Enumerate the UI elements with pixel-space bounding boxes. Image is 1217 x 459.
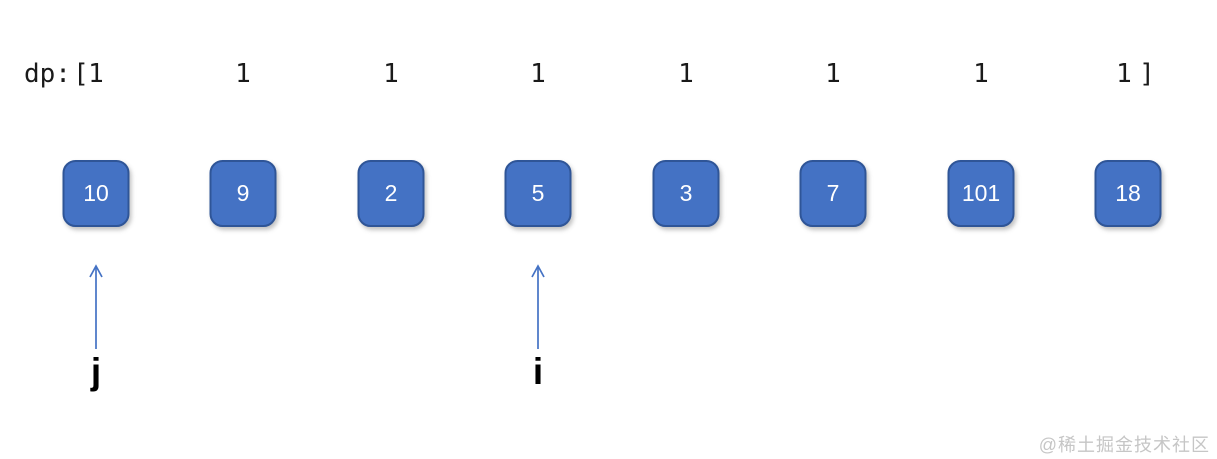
pointer-label-i: i [532,351,544,392]
dp-label: dp: [24,59,71,89]
sequence-box-value: 101 [961,180,1001,206]
sequence-box: 5 [504,160,572,227]
sequence-box-value: 18 [1115,180,1141,206]
dp-value: 1 [973,59,989,89]
dp-value: 1 [530,59,546,89]
sequence-box-value: 2 [384,180,398,206]
sequence-box: 10 [62,160,130,227]
sequence-box-value: 7 [826,180,840,206]
close-bracket: ] [1139,59,1155,89]
open-bracket: [ [73,59,89,89]
sequence-box-value: 10 [83,180,109,206]
dp-value: 1 [678,59,694,89]
sequence-box: 101 [947,160,1015,227]
dp-value: 1 [825,59,841,89]
sequence-box-value: 3 [679,180,693,206]
sequence-box: 7 [799,160,867,227]
dp-value: 1 [88,59,104,89]
dp-value: 1 [1116,59,1132,89]
dp-value: 1 [235,59,251,89]
sequence-box: 18 [1094,160,1162,227]
sequence-box: 3 [652,160,720,227]
pointer-arrow-icon [531,264,545,349]
sequence-box-value: 5 [531,180,545,206]
sequence-box: 9 [209,160,277,227]
pointer-arrow-icon [89,264,103,349]
sequence-box-value: 9 [236,180,250,206]
pointer-label-j: j [90,351,102,392]
watermark: @稀土掘金技术社区 [1038,435,1210,455]
sequence-box: 2 [357,160,425,227]
dp-value: 1 [383,59,399,89]
